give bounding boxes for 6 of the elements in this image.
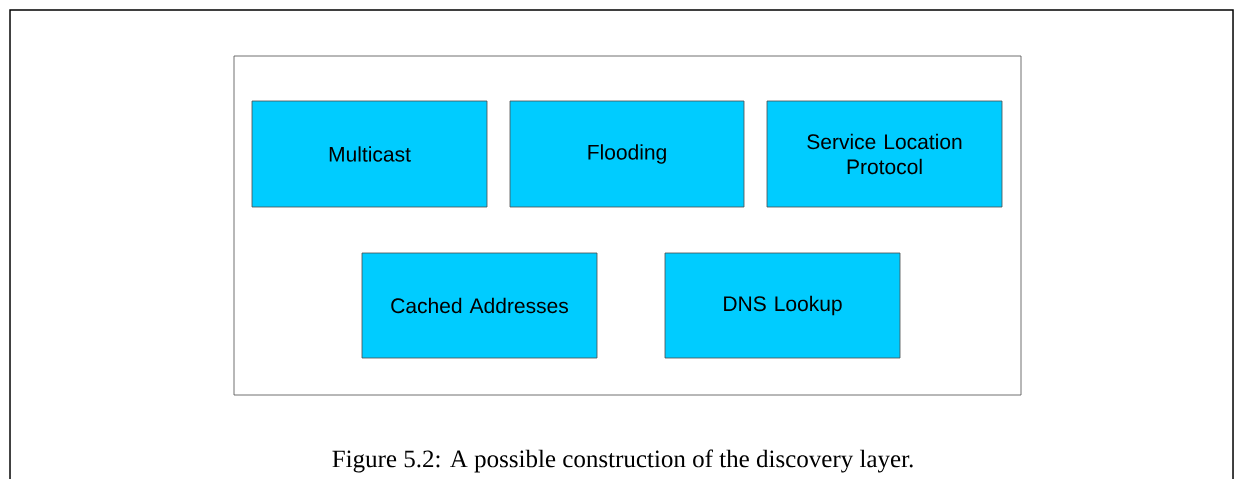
process-box: DNS Lookup	[664, 252, 901, 359]
process-box: Cached Addresses	[361, 252, 598, 359]
process-box: Service Location Protocol	[766, 100, 1003, 208]
process-box: Multicast	[251, 100, 488, 208]
process-box: Flooding	[509, 100, 745, 208]
caption: Figure 5.2: A possible construction of the discovery layer.	[332, 449, 913, 473]
